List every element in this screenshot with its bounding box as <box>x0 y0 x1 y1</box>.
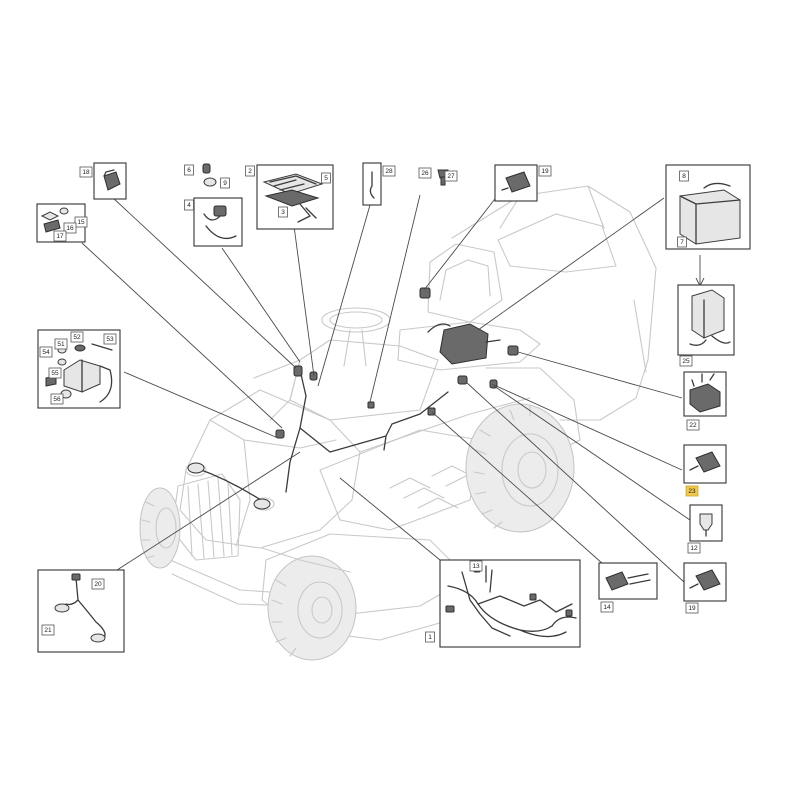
callout-number: 27 <box>447 173 455 180</box>
callout-number: 17 <box>56 233 64 240</box>
callout-8: 8 <box>679 170 689 182</box>
callout-number: 9 <box>223 180 227 187</box>
detail-box-4[interactable] <box>193 197 243 247</box>
callout-16: 16 <box>63 222 77 234</box>
callout-53: 53 <box>103 333 117 345</box>
detail-box-28[interactable] <box>362 162 382 206</box>
callout-14: 14 <box>600 601 614 613</box>
detail-group-6-9 <box>202 163 217 187</box>
callout-19: 19 <box>538 165 552 177</box>
callout-number: 53 <box>106 336 114 343</box>
callout-55: 55 <box>48 367 62 379</box>
callout-number: 55 <box>51 370 59 377</box>
callout-9: 9 <box>220 177 230 189</box>
callout-26: 26 <box>418 167 432 179</box>
detail-box-19-bottom[interactable] <box>683 562 727 602</box>
callout-number: 51 <box>57 341 65 348</box>
callout-number: 16 <box>66 225 74 232</box>
harness-on-tractor <box>187 287 519 510</box>
callout-56: 56 <box>50 393 64 405</box>
callout-20: 20 <box>91 578 105 590</box>
callout-number: 28 <box>385 168 393 175</box>
tractor-outline <box>139 185 657 661</box>
callout-19: 19 <box>685 602 699 614</box>
callout-number: 3 <box>281 209 285 216</box>
callout-number: 20 <box>94 581 102 588</box>
callout-number: 19 <box>688 605 696 612</box>
callout-54: 54 <box>39 346 53 358</box>
detail-box-12[interactable] <box>689 504 723 542</box>
callout-27: 27 <box>444 170 458 182</box>
callout-number: 7 <box>680 239 684 246</box>
callout-7: 7 <box>677 236 687 248</box>
callout-number: 8 <box>682 173 686 180</box>
callout-number: 5 <box>324 175 328 182</box>
callout-number: 6 <box>187 167 191 174</box>
callout-12: 12 <box>687 542 701 554</box>
callout-18: 18 <box>79 166 93 178</box>
callout-4: 4 <box>184 199 194 211</box>
detail-box-2-5-3[interactable] <box>256 164 334 230</box>
callout-number: 56 <box>53 396 61 403</box>
callout-2: 2 <box>245 165 255 177</box>
callout-17: 17 <box>53 230 67 242</box>
callout-5: 5 <box>321 172 331 184</box>
leader-lines <box>81 194 705 583</box>
callout-1: 1 <box>425 631 435 643</box>
callout-28: 28 <box>382 165 396 177</box>
callout-number: 54 <box>42 349 50 356</box>
callout-3: 3 <box>278 206 288 218</box>
callout-number: 21 <box>44 627 52 634</box>
callout-number: 18 <box>82 169 90 176</box>
detail-box-23[interactable] <box>683 444 727 484</box>
callout-number: 26 <box>421 170 429 177</box>
callout-number: 23 <box>688 488 696 495</box>
detail-box-charger[interactable] <box>677 284 735 356</box>
detail-box-19-top[interactable] <box>494 164 538 202</box>
callout-21: 21 <box>41 624 55 636</box>
callout-number: 4 <box>187 202 191 209</box>
callout-52: 52 <box>70 331 84 343</box>
callout-51: 51 <box>54 338 68 350</box>
detail-box-harness[interactable] <box>439 559 581 648</box>
callout-number: 25 <box>682 358 690 365</box>
callout-number: 14 <box>603 604 611 611</box>
callout-15: 15 <box>74 216 88 228</box>
detail-box-22[interactable] <box>683 371 727 417</box>
callout-25: 25 <box>679 355 693 367</box>
detail-box-headlights[interactable] <box>37 569 125 653</box>
callout-number: 19 <box>541 168 549 175</box>
callout-number: 22 <box>689 422 697 429</box>
callout-number: 52 <box>73 334 81 341</box>
callout-number: 1 <box>428 634 432 641</box>
callout-number: 13 <box>472 563 480 570</box>
detail-box-14[interactable] <box>598 562 658 600</box>
detail-box-battery[interactable] <box>665 164 751 250</box>
callout-23: 23 <box>685 485 699 497</box>
callout-6: 6 <box>184 164 194 176</box>
callout-13: 13 <box>469 560 483 572</box>
detail-box-18[interactable] <box>93 162 127 200</box>
callout-number: 2 <box>248 168 252 175</box>
callout-number: 12 <box>690 545 698 552</box>
callout-22: 22 <box>686 419 700 431</box>
callout-number: 15 <box>77 219 85 226</box>
